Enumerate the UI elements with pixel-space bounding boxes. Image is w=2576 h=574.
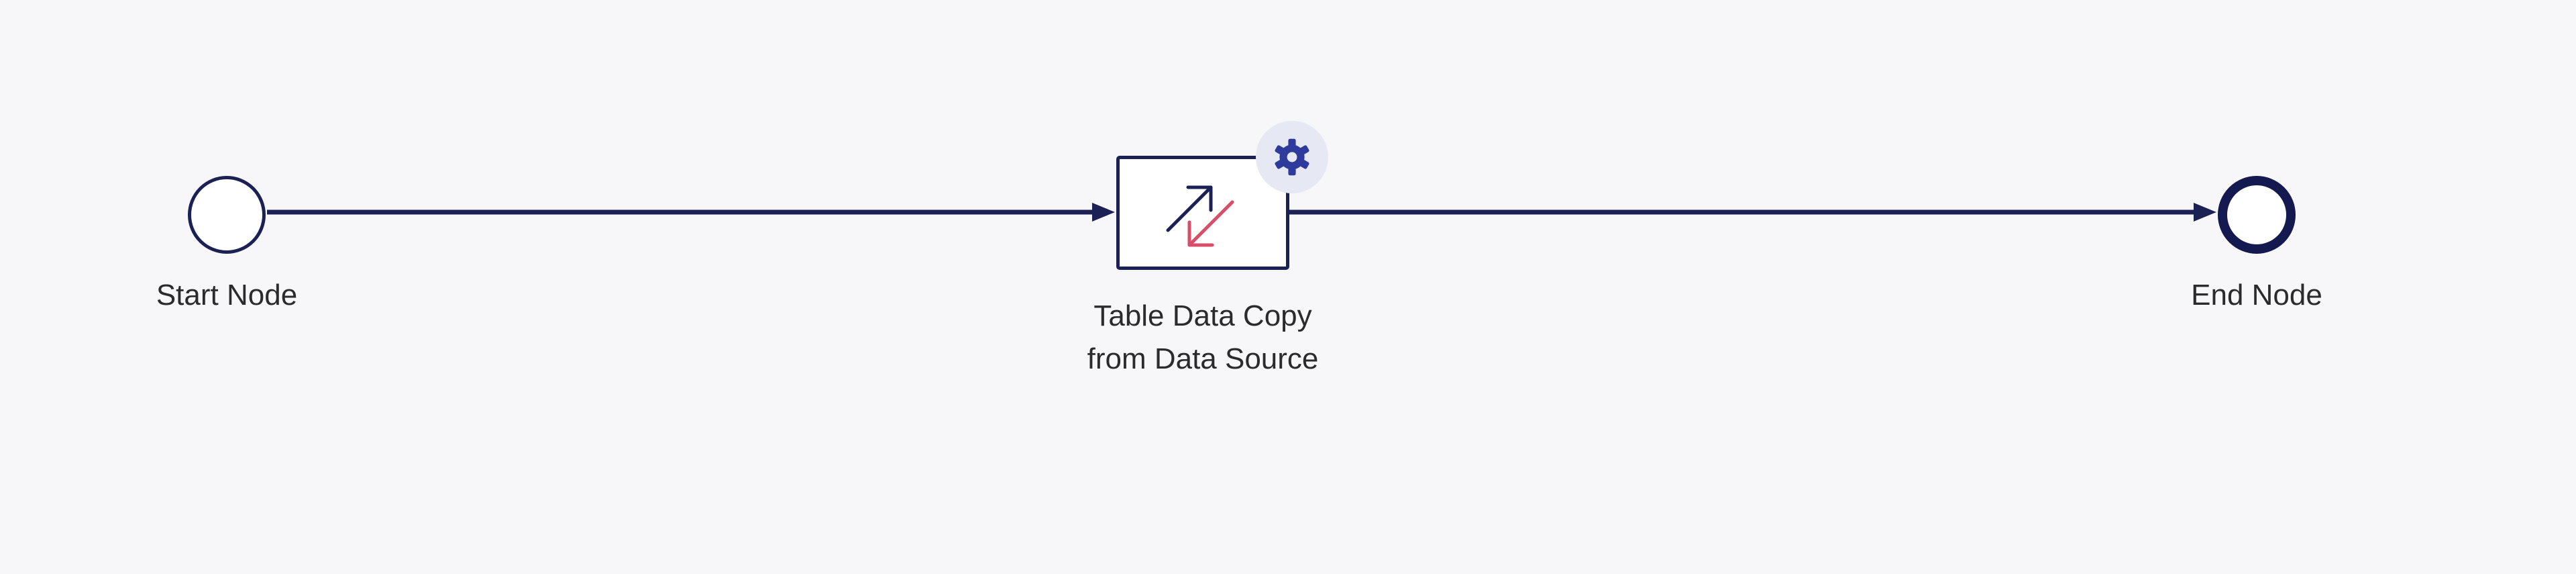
start-node[interactable]: [188, 176, 266, 254]
task-label-line-2: from Data Source: [1087, 342, 1319, 375]
task-settings-button[interactable]: [1256, 121, 1328, 193]
start-node-label: Start Node: [156, 279, 298, 312]
edge-task-to-end-arrow: [2194, 203, 2216, 222]
table-data-copy-label: Table Data Copy from Data Source: [1035, 295, 1371, 381]
task-label-line-1: Table Data Copy: [1093, 299, 1312, 332]
gear-icon: [1275, 138, 1309, 176]
end-node-label: End Node: [2191, 279, 2322, 312]
edge-start-to-task-arrow: [1092, 203, 1115, 222]
end-node[interactable]: [2218, 176, 2296, 254]
data-copy-icon: [1166, 185, 1234, 247]
